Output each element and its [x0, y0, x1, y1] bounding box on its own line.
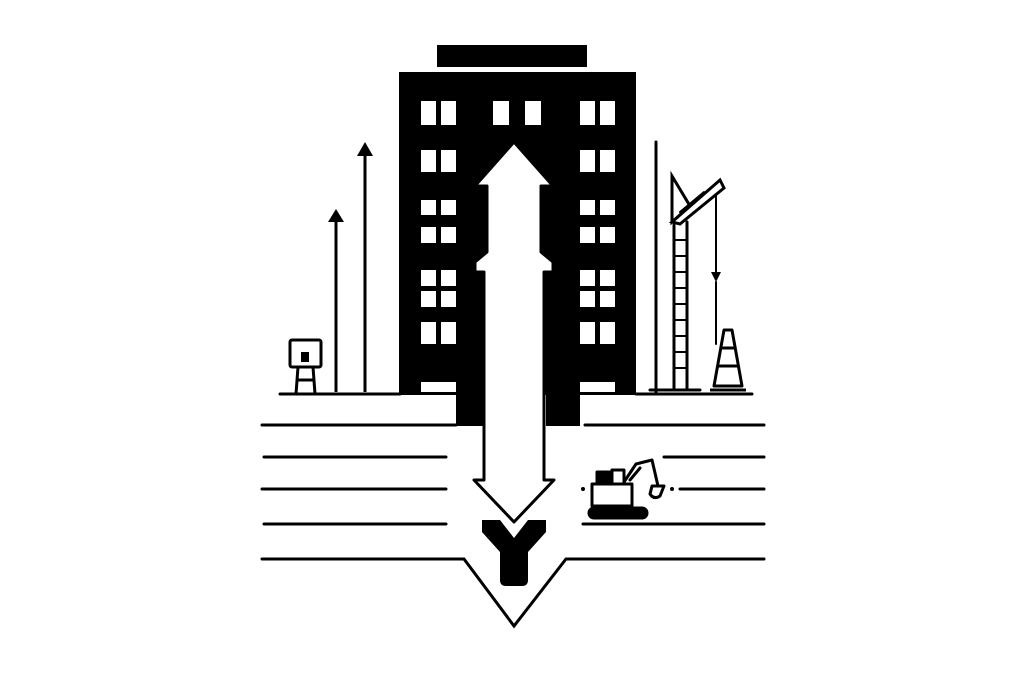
tower-crane-icon	[648, 140, 726, 394]
excavator-icon	[581, 458, 674, 520]
ground-layers-icon	[260, 423, 766, 526]
drill-bit-icon	[482, 520, 546, 586]
pile-foundation-icon	[260, 557, 766, 629]
traffic-cone-icon	[710, 328, 746, 392]
height-arrow-icon	[328, 142, 373, 392]
up-down-arrow-icon	[472, 140, 556, 524]
signboard-icon	[288, 338, 323, 395]
building-windows	[421, 101, 615, 392]
building-icon	[399, 45, 636, 426]
